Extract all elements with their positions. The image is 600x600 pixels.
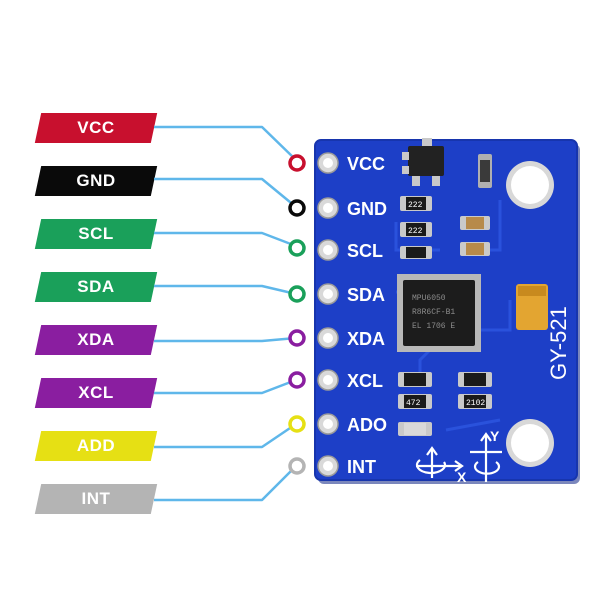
trace-add [154,422,297,449]
resistor-code: 222 [408,227,423,236]
smd-passives: 222 222 472 2102 [398,196,492,436]
chip-marking: R8R6CF-B1 [412,308,455,317]
trace-sda [154,284,297,296]
chip-marking: MPU6050 [412,294,446,303]
trace-scl [154,231,297,248]
trace-xda [154,336,297,343]
connector-traces [154,125,297,502]
board-label-sda: SDA [347,285,385,305]
ring-gnd [288,199,306,217]
header-holes [317,152,339,477]
mpu-chip: MPU6050 R8R6CF-B1 EL 1706 E [397,274,481,352]
ring-sda [288,285,306,303]
axis-indicator [415,432,502,482]
ring-xcl [288,371,306,389]
resistor-code: 2102 [466,399,485,408]
trace-gnd [154,177,297,208]
ring-int [288,457,306,475]
resistor-code: 472 [406,399,421,408]
board-pin-labels: VCC GND SCL SDA XDA XCL ADO INT [347,154,387,477]
bottom-band [0,537,600,600]
axis-y-label: Y [490,428,500,444]
board-label-gnd: GND [347,199,387,219]
pin-rings [288,154,306,475]
board-label-vcc: VCC [347,154,385,174]
board-label-ado: ADO [347,415,387,435]
board-label-xcl: XCL [347,371,383,391]
voltage-regulator [402,138,444,186]
tantalum-capacitor [516,284,548,330]
axis-x-label: X [457,469,467,485]
ring-vcc [288,154,306,172]
trace-vcc [154,125,297,161]
trace-int [154,465,297,502]
chip-marking: EL 1706 E [412,322,455,331]
power-led [478,154,492,188]
board-model-label: GY-521 [546,306,571,380]
mounting-holes [506,161,554,467]
board-label-int: INT [347,457,376,477]
board-label-scl: SCL [347,241,383,261]
ring-add [288,415,306,433]
top-band [0,0,600,105]
resistor-code: 222 [408,201,423,210]
board-label-xda: XDA [347,329,385,349]
ring-scl [288,239,306,257]
ring-xda [288,329,306,347]
trace-xcl [154,378,297,395]
